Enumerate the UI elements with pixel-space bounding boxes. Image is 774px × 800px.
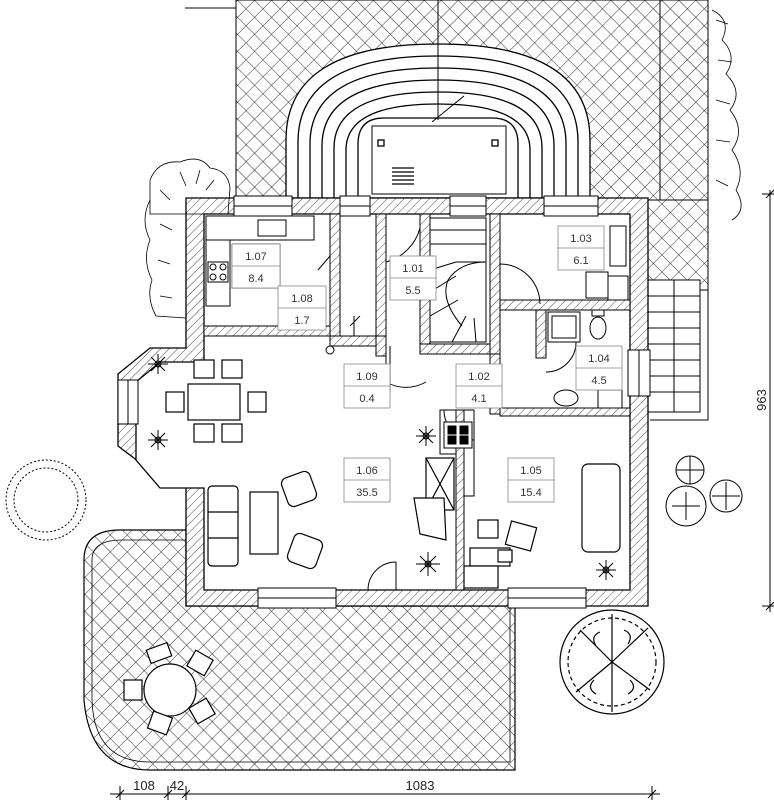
room-label-1-09: 1.09 0.4 [343,363,391,409]
room-label-1-05: 1.05 15.4 [507,457,555,503]
property-line [185,0,661,200]
dimension-108: 108 [133,778,155,793]
tree-right [559,609,665,715]
dimension-963: 963 [754,389,769,411]
room-number: 1.03 [570,233,591,245]
room-number: 1.05 [520,465,541,477]
dimension-bottom: 108 42 1083 [110,778,660,800]
side-stairs [647,200,709,421]
room-number: 1.07 [245,251,266,263]
room-label-1-04: 1.04 4.5 [575,345,623,391]
stove [443,421,473,449]
entrance-stairs [285,0,591,199]
room-number: 1.06 [356,465,377,477]
spiral-stair [429,217,487,343]
living-furniture [207,457,455,570]
dimension-right: 963 [754,189,774,612]
room-label-1-06: 1.06 35.5 [343,457,391,503]
indoor-plants [148,345,616,580]
room-area: 4.1 [471,393,486,405]
room-area: 8.4 [248,273,263,285]
office-furniture [463,463,621,589]
room-area: 0.4 [359,393,374,405]
room-number: 1.02 [468,371,489,383]
dimension-42: 42 [170,778,184,793]
room-number: 1.09 [356,371,377,383]
dimension-1083: 1083 [406,778,435,793]
room-number: 1.08 [291,293,312,305]
plant-right [665,455,743,527]
room-number: 1.01 [402,263,423,275]
windows [117,195,651,609]
storage-fixtures [609,225,627,267]
bathroom-fixtures [547,271,629,409]
room-label-1-01: 1.01 5.5 [389,255,437,301]
room-labels: 1.07 8.4 1.08 1.7 1.01 5.5 1.03 6.1 1.04… [231,225,623,503]
bush-left [5,459,87,541]
room-area: 5.5 [405,285,420,297]
hedge-right [711,9,742,221]
room-area: 35.5 [356,487,377,499]
room-label-1-02: 1.02 4.1 [455,363,503,409]
shrubs-left [144,158,231,319]
room-number: 1.04 [588,353,609,365]
dining-furniture [165,359,267,443]
room-label-1-08: 1.08 1.7 [277,285,327,331]
room-area: 6.1 [573,255,588,267]
room-label-1-03: 1.03 6.1 [557,225,605,271]
room-area: 15.4 [520,487,541,499]
room-area: 1.7 [294,315,309,327]
terrace-table [123,641,216,736]
room-label-1-07: 1.07 8.4 [231,243,281,289]
room-area: 4.5 [591,375,606,387]
